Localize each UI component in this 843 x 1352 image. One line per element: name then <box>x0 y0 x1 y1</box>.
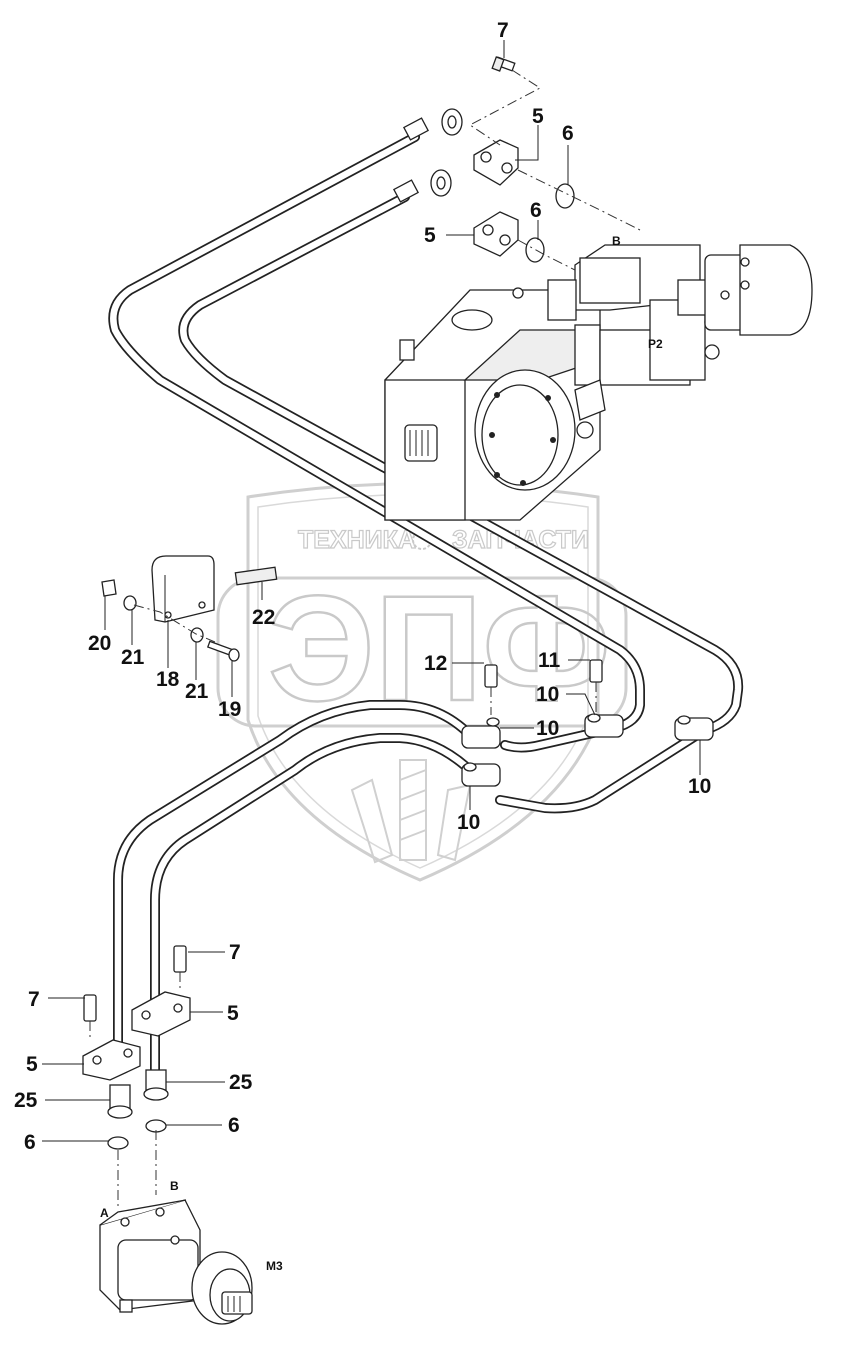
hydraulic-pump-assembly <box>384 244 813 521</box>
pipe-lines <box>108 132 744 1080</box>
callout-6-left: 6 <box>24 1131 36 1154</box>
hydraulic-motor-m3 <box>99 1199 253 1325</box>
motor-port-a-label: A <box>100 1206 109 1220</box>
centerlines-upper <box>469 69 641 271</box>
bolt-top <box>491 56 516 72</box>
callout-22: 22 <box>252 606 275 629</box>
callout-10-a: 10 <box>536 683 559 706</box>
callout-10-d: 10 <box>457 811 480 834</box>
motor-port-b-label: B <box>170 1179 179 1193</box>
o-rings-upper <box>525 183 575 263</box>
callout-10-c: 10 <box>688 775 711 798</box>
callout-5-upper: 5 <box>532 105 544 128</box>
flange-clamps-upper <box>473 139 519 257</box>
pump-port-p2-label: P2 <box>648 337 663 351</box>
motor-name-label: M3 <box>266 1259 283 1273</box>
callout-5-left: 5 <box>26 1053 38 1076</box>
callout-10-b: 10 <box>536 717 559 740</box>
callout-21-a: 21 <box>121 646 145 669</box>
callout-6-mid: 6 <box>530 199 542 222</box>
pump-port-b-label: B <box>612 234 621 248</box>
watermark-text-left: ТЕХНИКА <box>298 526 416 554</box>
watermark: ТЕХНИКА ЗАПЧАСТИ ЭПФ <box>216 482 628 882</box>
callout-6-right: 6 <box>228 1114 240 1137</box>
callout-20: 20 <box>88 632 111 655</box>
callout-7-right: 7 <box>229 941 241 964</box>
callout-6-upper: 6 <box>562 122 574 145</box>
callout-25-right: 25 <box>229 1071 253 1094</box>
mounting-bracket-parts <box>101 555 278 662</box>
callout-5-mid: 5 <box>424 224 436 247</box>
callout-21-b: 21 <box>185 680 209 703</box>
callout-7-left: 7 <box>28 988 40 1011</box>
lower-fittings <box>82 945 191 1210</box>
callout-7-top: 7 <box>497 19 509 42</box>
callout-numbers: 7 5 6 6 5 22 20 21 18 21 19 12 11 10 10 … <box>14 19 711 1154</box>
pipe-clamps <box>461 659 714 787</box>
callout-11: 11 <box>538 649 561 672</box>
leader-lines <box>42 40 701 1142</box>
callout-19: 19 <box>218 698 241 721</box>
callout-18: 18 <box>156 668 180 691</box>
callout-12: 12 <box>424 652 447 675</box>
watermark-logo: ЭПФ <box>268 564 611 732</box>
callout-5-right: 5 <box>227 1002 239 1025</box>
callout-25-left: 25 <box>14 1089 38 1112</box>
wheat-emblem-icon <box>350 759 472 864</box>
pipe-end-fittings-top <box>393 108 463 203</box>
